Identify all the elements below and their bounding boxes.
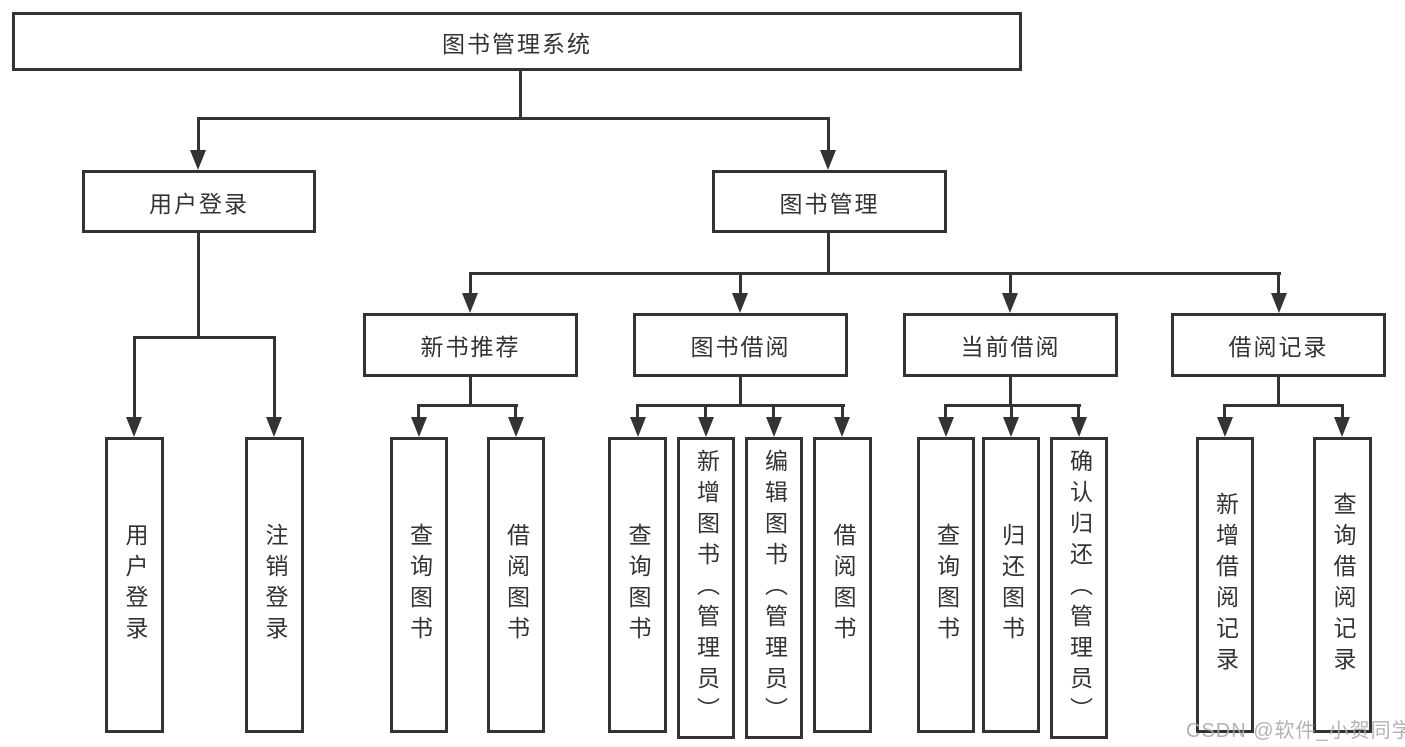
arrow-down-icon <box>1271 293 1287 313</box>
arrow-down-icon <box>1334 417 1350 437</box>
node-new-book-recommend: 新书推荐 <box>363 313 578 377</box>
connector <box>1223 404 1344 407</box>
connector <box>1077 404 1080 419</box>
connector <box>469 272 472 295</box>
node-book-borrowing-label: 图书借阅 <box>690 334 791 360</box>
leaf-add-borrow-record-label: 新增借阅记录 <box>1212 492 1239 678</box>
node-book-borrowing: 图书借阅 <box>633 313 848 377</box>
node-library-management-system-label: 图书管理系统 <box>442 30 592 57</box>
leaf-edit-book-admin-label: 编辑图书（管理员） <box>761 448 788 728</box>
arrow-down-icon <box>630 417 646 437</box>
leaf-borrow-books-recommend: 借阅图书 <box>487 437 545 733</box>
arrow-down-icon <box>834 417 850 437</box>
connector <box>1341 404 1344 419</box>
leaf-query-books-recommend-label: 查询图书 <box>406 523 433 647</box>
node-library-management-system: 图书管理系统 <box>12 12 1022 71</box>
node-borrowing-records: 借阅记录 <box>1171 313 1386 377</box>
arrow-down-icon <box>462 293 478 313</box>
arrow-down-icon <box>266 417 282 437</box>
arrow-down-icon <box>1003 417 1019 437</box>
node-user-login-label: 用户登录 <box>149 190 249 217</box>
node-current-borrowing-label: 当前借阅 <box>960 334 1061 360</box>
connector <box>1010 404 1013 419</box>
arrow-down-icon <box>190 150 206 170</box>
leaf-add-book-admin-label: 新增图书（管理员） <box>693 448 720 728</box>
arrow-down-icon <box>126 417 142 437</box>
arrow-down-icon <box>1217 417 1233 437</box>
leaf-query-books-current: 查询图书 <box>917 437 975 733</box>
leaf-add-book-admin: 新增图书（管理员） <box>677 437 735 739</box>
node-current-borrowing: 当前借阅 <box>903 313 1118 377</box>
connector <box>417 404 420 419</box>
arrow-down-icon <box>411 417 427 437</box>
leaf-query-books-current-label: 查询图书 <box>933 523 960 647</box>
connector <box>827 233 830 274</box>
connector <box>469 377 472 407</box>
arrow-down-icon <box>698 417 714 437</box>
connector <box>469 272 1281 275</box>
connector <box>704 404 707 419</box>
connector <box>739 272 742 295</box>
connector <box>1009 377 1012 407</box>
arrow-down-icon <box>938 417 954 437</box>
leaf-return-book: 归还图书 <box>982 437 1040 733</box>
leaf-query-books-recommend: 查询图书 <box>390 437 448 733</box>
arrow-down-icon <box>820 150 836 170</box>
arrow-down-icon <box>508 417 524 437</box>
connector <box>273 336 276 419</box>
connector <box>636 404 845 407</box>
node-borrowing-records-label: 借阅记录 <box>1228 334 1329 360</box>
leaf-confirm-return-admin-label: 确认归还（管理员） <box>1066 448 1093 728</box>
leaf-add-borrow-record: 新增借阅记录 <box>1196 437 1254 733</box>
leaf-borrow-books-recommend-label: 借阅图书 <box>503 523 530 647</box>
connector <box>133 336 136 419</box>
node-book-management: 图书管理 <box>712 170 947 233</box>
leaf-return-book-label: 归还图书 <box>998 523 1025 647</box>
leaf-logout-label: 注销登录 <box>262 523 288 647</box>
node-new-book-recommend-label: 新书推荐 <box>420 334 521 360</box>
connector <box>739 377 742 407</box>
connector <box>514 404 517 419</box>
leaf-query-books-borrowing: 查询图书 <box>608 437 667 733</box>
connector <box>417 404 518 407</box>
connector <box>197 117 830 120</box>
leaf-user-login-label: 用户登录 <box>122 523 148 647</box>
arrow-down-icon <box>766 417 782 437</box>
csdn-watermark: CSDN @软件_小贺同学 <box>1186 720 1405 742</box>
node-book-management-label: 图书管理 <box>779 190 880 217</box>
connector <box>197 233 200 339</box>
leaf-query-books-borrowing-label: 查询图书 <box>625 523 651 647</box>
connector <box>772 404 775 419</box>
leaf-user-login: 用户登录 <box>105 437 164 733</box>
connector <box>133 336 276 339</box>
leaf-logout: 注销登录 <box>245 437 304 733</box>
arrow-down-icon <box>732 293 748 313</box>
leaf-borrow-books-borrowing-label: 借阅图书 <box>830 523 856 647</box>
leaf-query-borrow-record: 查询借阅记录 <box>1313 437 1372 733</box>
arrow-down-icon <box>1002 293 1018 313</box>
connector <box>827 117 830 152</box>
arrow-down-icon <box>1071 417 1087 437</box>
connector <box>636 404 639 419</box>
connector <box>944 404 947 419</box>
leaf-edit-book-admin: 编辑图书（管理员） <box>745 437 803 739</box>
connector <box>519 71 522 119</box>
connector <box>197 117 200 152</box>
leaf-borrow-books-borrowing: 借阅图书 <box>813 437 872 733</box>
connector <box>1009 272 1012 295</box>
connector <box>1223 404 1226 419</box>
connector <box>841 404 844 419</box>
node-user-login: 用户登录 <box>82 170 316 233</box>
leaf-query-borrow-record-label: 查询借阅记录 <box>1330 492 1356 678</box>
connector <box>1277 377 1280 407</box>
leaf-confirm-return-admin: 确认归还（管理员） <box>1050 437 1108 739</box>
connector <box>1277 272 1280 295</box>
